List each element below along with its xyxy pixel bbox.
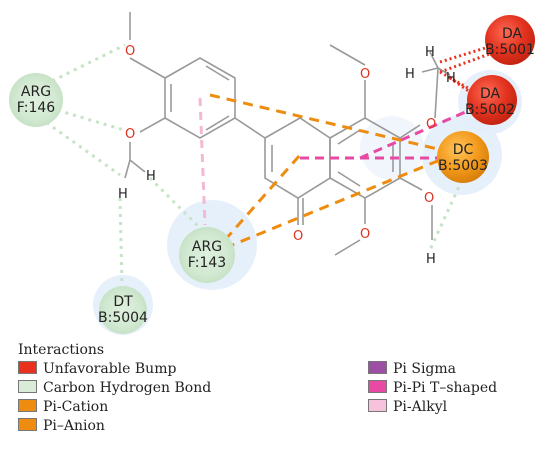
hydrogen-atom: H — [146, 169, 156, 184]
residue-disc — [467, 75, 517, 125]
residue-disc — [9, 73, 63, 127]
residue-chain-id: F:143 — [188, 255, 226, 271]
residue-chain-id: B:5001 — [485, 42, 535, 58]
hydrogen-atom: H — [118, 187, 128, 202]
interactions-legend: Interactions Unfavorable Bump Carbon Hyd… — [14, 340, 534, 458]
oxygen-atom: O — [125, 127, 135, 142]
pi-pi-t-shaped — [300, 108, 471, 160]
legend-swatch — [368, 361, 387, 374]
residue-disc — [99, 286, 147, 334]
legend-swatch — [18, 399, 37, 412]
oxygen-atom: O — [360, 227, 370, 242]
residue-name: DA — [502, 26, 523, 42]
hydrogen-atom: H — [426, 252, 436, 267]
pi-cation-anion — [209, 93, 443, 250]
hydrogen-atom: H — [405, 67, 415, 82]
residue-name: DC — [453, 142, 474, 158]
residue-chain-id: B:5002 — [465, 102, 515, 118]
legend-item-carbon-hydrogen-bond: Carbon Hydrogen Bond — [18, 379, 211, 397]
residue-disc — [485, 15, 535, 65]
legend-item-pi-alkyl: Pi-Alkyl — [368, 398, 447, 416]
oxygen-atom: O — [426, 117, 436, 132]
legend-label: Pi-Cation — [43, 399, 109, 415]
legend-label: Unfavorable Bump — [43, 361, 177, 377]
oxygen-atom: O — [125, 44, 135, 59]
oxygen-atom: O — [293, 229, 303, 244]
residue-da5002: DA B:5002 — [465, 75, 517, 125]
legend-swatch — [368, 380, 387, 393]
hydrogen-atom: H — [425, 45, 435, 60]
legend-swatch — [18, 361, 37, 374]
legend-item-pi-sigma: Pi Sigma — [368, 360, 456, 378]
legend-swatch — [18, 418, 37, 431]
residue-disc — [437, 131, 489, 183]
legend-item-pi-cation: Pi-Cation — [18, 398, 108, 416]
interaction-diagram: O O H H O O O O O H H H H ARG F:146 ARG … — [9, 12, 535, 335]
residue-name: ARG — [21, 84, 51, 100]
legend-label: Pi-Alkyl — [393, 399, 448, 415]
legend-label: Pi-Pi T–shaped — [393, 380, 498, 396]
pi-alkyl — [198, 97, 207, 226]
oxygen-atom: O — [360, 67, 370, 82]
residue-name: ARG — [192, 239, 222, 255]
legend-label: Carbon Hydrogen Bond — [43, 380, 212, 396]
legend-swatch — [368, 399, 387, 412]
legend-item-pi-pi-t-shaped: Pi-Pi T–shaped — [368, 379, 497, 397]
residue-chain-id: B:5004 — [98, 310, 148, 326]
legend-label: Pi–Anion — [43, 418, 105, 434]
legend-label: Pi Sigma — [393, 361, 456, 377]
solvent-halos — [93, 70, 522, 335]
unfavorable-bumps — [439, 43, 496, 97]
residue-chain-id: B:5003 — [438, 158, 488, 174]
legend-title: Interactions — [18, 342, 105, 358]
residue-disc — [179, 227, 235, 283]
residue-arg143: ARG F:143 — [179, 227, 235, 283]
legend-item-unfavorable-bump: Unfavorable Bump — [18, 360, 176, 378]
residue-chain-id: F:146 — [17, 100, 55, 116]
residue-dc5003: DC B:5003 — [437, 131, 489, 183]
legend-item-pi-anion: Pi–Anion — [18, 417, 105, 435]
ligand-skeleton — [124, 12, 451, 256]
residue-dt5004: DT B:5004 — [98, 286, 148, 334]
residue-name: DA — [480, 86, 501, 102]
residue-arg146: ARG F:146 — [9, 73, 63, 127]
residue-name: DT — [113, 294, 133, 310]
hydrogen-atom: H — [446, 71, 456, 86]
legend-swatch — [18, 380, 37, 393]
atom-labels: O O H H O O O O O H H H H — [118, 44, 456, 267]
residue-da5001: DA B:5001 — [485, 15, 535, 65]
oxygen-atom: O — [424, 191, 434, 206]
